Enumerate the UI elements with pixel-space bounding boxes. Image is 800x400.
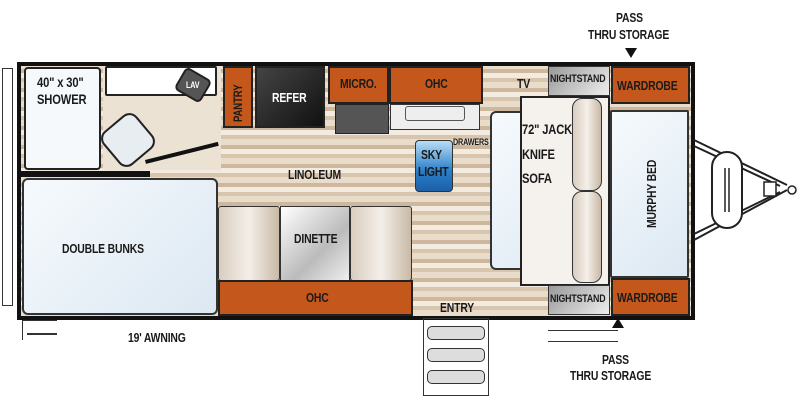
murphy-bed: [610, 110, 689, 278]
entry-steps: [423, 318, 489, 396]
tongue-hitch: [693, 139, 797, 241]
dinette-label: DINETTE: [294, 231, 338, 246]
awning-line-2: [27, 333, 57, 335]
skylight-label-2: LIGHT: [418, 164, 449, 179]
sofa-label-3: SOFA: [522, 170, 552, 186]
sofa-back-lower: [572, 191, 602, 283]
pass-thru-bottom-lines: [548, 330, 618, 342]
linoleum-label: LINOLEUM: [288, 167, 342, 182]
nightstand-bottom: [548, 285, 610, 315]
double-bunks: [22, 178, 218, 315]
trailer-outline: [17, 62, 695, 320]
nightstand-top-label: NIGHTSTAND: [550, 73, 606, 85]
pass-thru-top-label-1: PASS: [616, 10, 643, 25]
pantry: [223, 66, 253, 128]
entry-label: ENTRY: [440, 300, 475, 315]
sofa-label-1: 72" JACK: [522, 121, 573, 137]
wardrobe-top: [611, 66, 690, 104]
skylight-label-1: SKY: [421, 147, 442, 162]
arrow-down-icon: [625, 48, 637, 58]
skylight: [415, 140, 453, 192]
wardrobe-bottom-label: WARDROBE: [617, 290, 678, 305]
dinette-seat-right: [350, 206, 412, 281]
left-bumper: [2, 68, 13, 306]
step-1: [427, 326, 485, 340]
shower-label: SHOWER: [37, 91, 87, 107]
arrow-up-icon: [612, 318, 624, 328]
awning-label: 19' AWNING: [128, 330, 186, 345]
nightstand-top: [548, 66, 610, 96]
wardrobe-bottom: [611, 278, 690, 316]
step-3: [427, 370, 485, 384]
dinette-seat-left: [218, 206, 280, 281]
bath-wall: [20, 171, 150, 177]
ohc-bottom-label: OHC: [306, 290, 329, 305]
drawers-label: DRAWERS: [453, 137, 489, 147]
refrigerator: [255, 66, 325, 128]
shower-size-label: 40" x 30": [37, 74, 84, 90]
microwave: [328, 66, 389, 104]
step-2: [427, 348, 485, 362]
refer-label: REFER: [272, 90, 307, 105]
ohc-top: [389, 66, 483, 104]
double-bunks-label: DOUBLE BUNKS: [62, 241, 144, 256]
tv-label: TV: [517, 76, 530, 91]
murphy-bed-label: MURPHY BED: [644, 159, 659, 228]
pass-thru-bottom-label-1: PASS: [602, 352, 629, 367]
pantry-label: PANTRY: [231, 84, 245, 122]
lav-label: LAV: [186, 80, 200, 90]
sofa-label-2: KNIFE: [522, 146, 555, 162]
pass-thru-bottom-label-2: THRU STORAGE: [570, 368, 652, 383]
pass-thru-top-label-2: THRU STORAGE: [588, 27, 670, 42]
wardrobe-top-label: WARDROBE: [617, 78, 678, 93]
awning-lines: [22, 320, 57, 340]
sofa-back-upper: [572, 98, 602, 191]
sink-basin: [405, 106, 465, 121]
shower: [24, 67, 101, 170]
stove: [335, 104, 389, 134]
dinette-table: [280, 206, 350, 281]
ohc-bottom: [218, 280, 413, 316]
nightstand-bottom-label: NIGHTSTAND: [550, 293, 606, 305]
ohc-top-label: OHC: [425, 76, 448, 91]
micro-label: MICRO.: [340, 76, 377, 91]
